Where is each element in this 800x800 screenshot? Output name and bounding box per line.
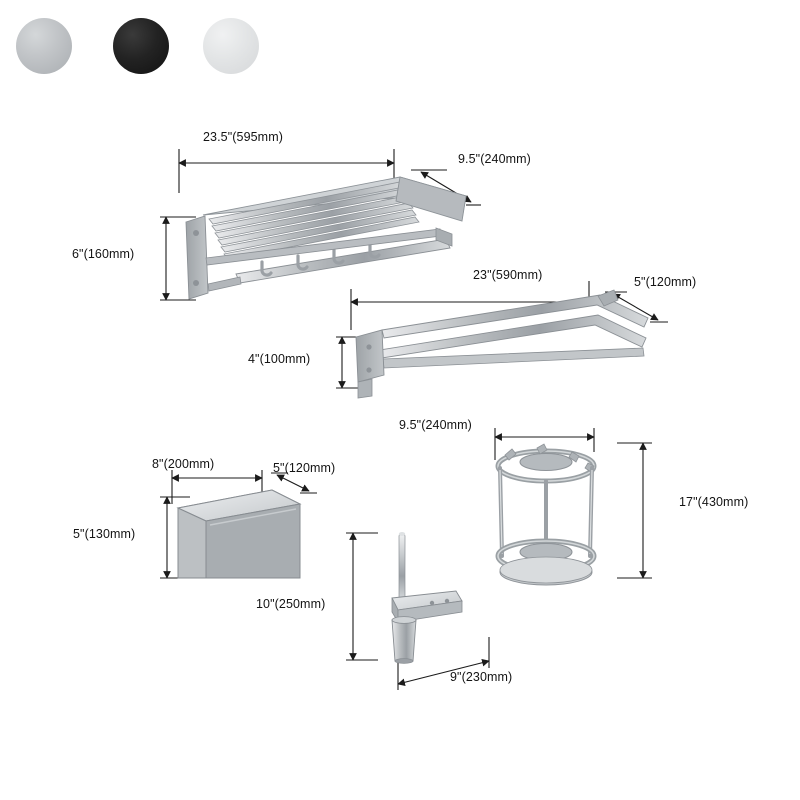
product-tissue-box <box>176 489 302 579</box>
color-swatch-silver-chrome[interactable] <box>16 18 72 74</box>
product-cup-holder-stand <box>495 443 597 586</box>
dim-folding-rack-height: 6"(160mm) <box>72 247 135 261</box>
dim-tissue-box-height: 5"(130mm) <box>73 527 136 541</box>
dim-towel-bar-width: 23"(590mm) <box>473 268 543 282</box>
dim-folding-rack-width: 23.5"(595mm) <box>203 130 283 144</box>
product-toilet-brush <box>391 532 463 664</box>
dim-towel-bar-depth: 5"(120mm) <box>634 275 697 289</box>
dim-cup-holder-height: 17"(430mm) <box>679 495 749 509</box>
dimension-lines <box>160 149 668 690</box>
product-folding-towel-rack <box>185 176 467 300</box>
dim-tissue-box-depth: 5"(120mm) <box>273 461 336 475</box>
color-swatch-matte-black[interactable] <box>113 18 169 74</box>
dim-towel-bar-height: 4"(100mm) <box>248 352 311 366</box>
dim-toilet-brush-height: 10"(250mm) <box>256 597 326 611</box>
dim-folding-rack-depth: 9.5"(240mm) <box>458 152 531 166</box>
dim-toilet-brush-width: 9"(230mm) <box>450 670 513 684</box>
color-swatch-light-grey[interactable] <box>203 18 259 74</box>
dim-cup-holder-width: 9.5"(240mm) <box>399 418 472 432</box>
dim-tissue-box-width: 8"(200mm) <box>152 457 215 471</box>
product-double-towel-bar <box>355 289 649 399</box>
